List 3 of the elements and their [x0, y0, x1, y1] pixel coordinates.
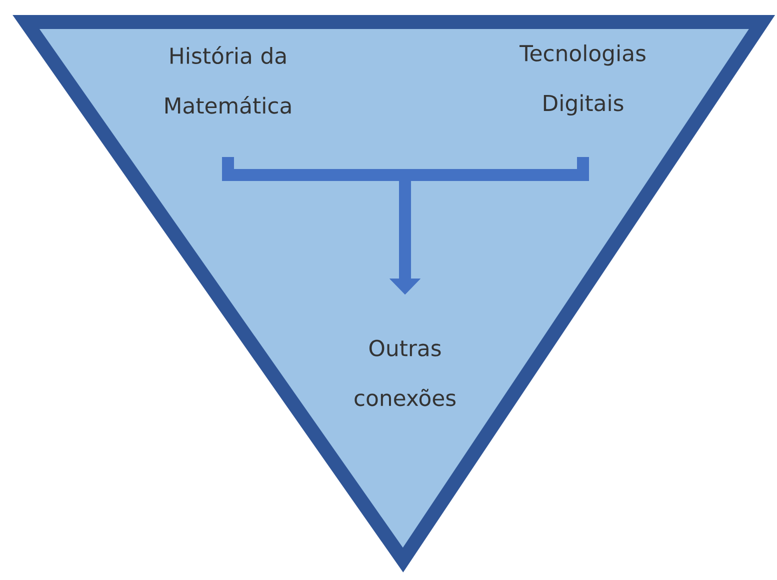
node-text: Tecnologias Digitais: [520, 44, 646, 116]
node-text: História da Matemática: [165, 46, 291, 114]
node-text: Outras conexões: [354, 340, 456, 406]
